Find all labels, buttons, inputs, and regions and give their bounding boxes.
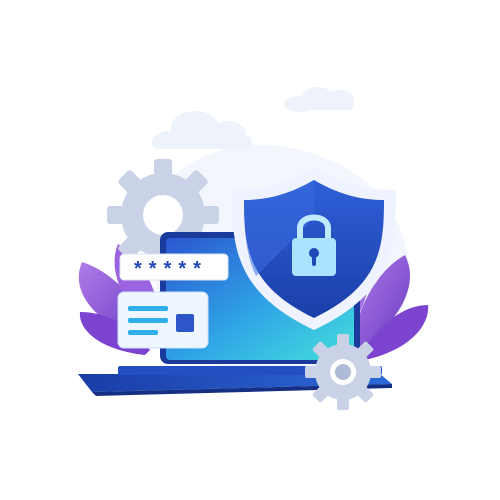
gear-icon [305,334,381,410]
password-field-icon: ***** [119,253,229,281]
padlock-icon [292,214,336,276]
password-mask: ***** [134,258,208,280]
cloud-icon [284,87,354,112]
cloud-icon [152,111,252,149]
laptop-keyboard-base [78,374,392,392]
form-card-icon [117,291,209,349]
